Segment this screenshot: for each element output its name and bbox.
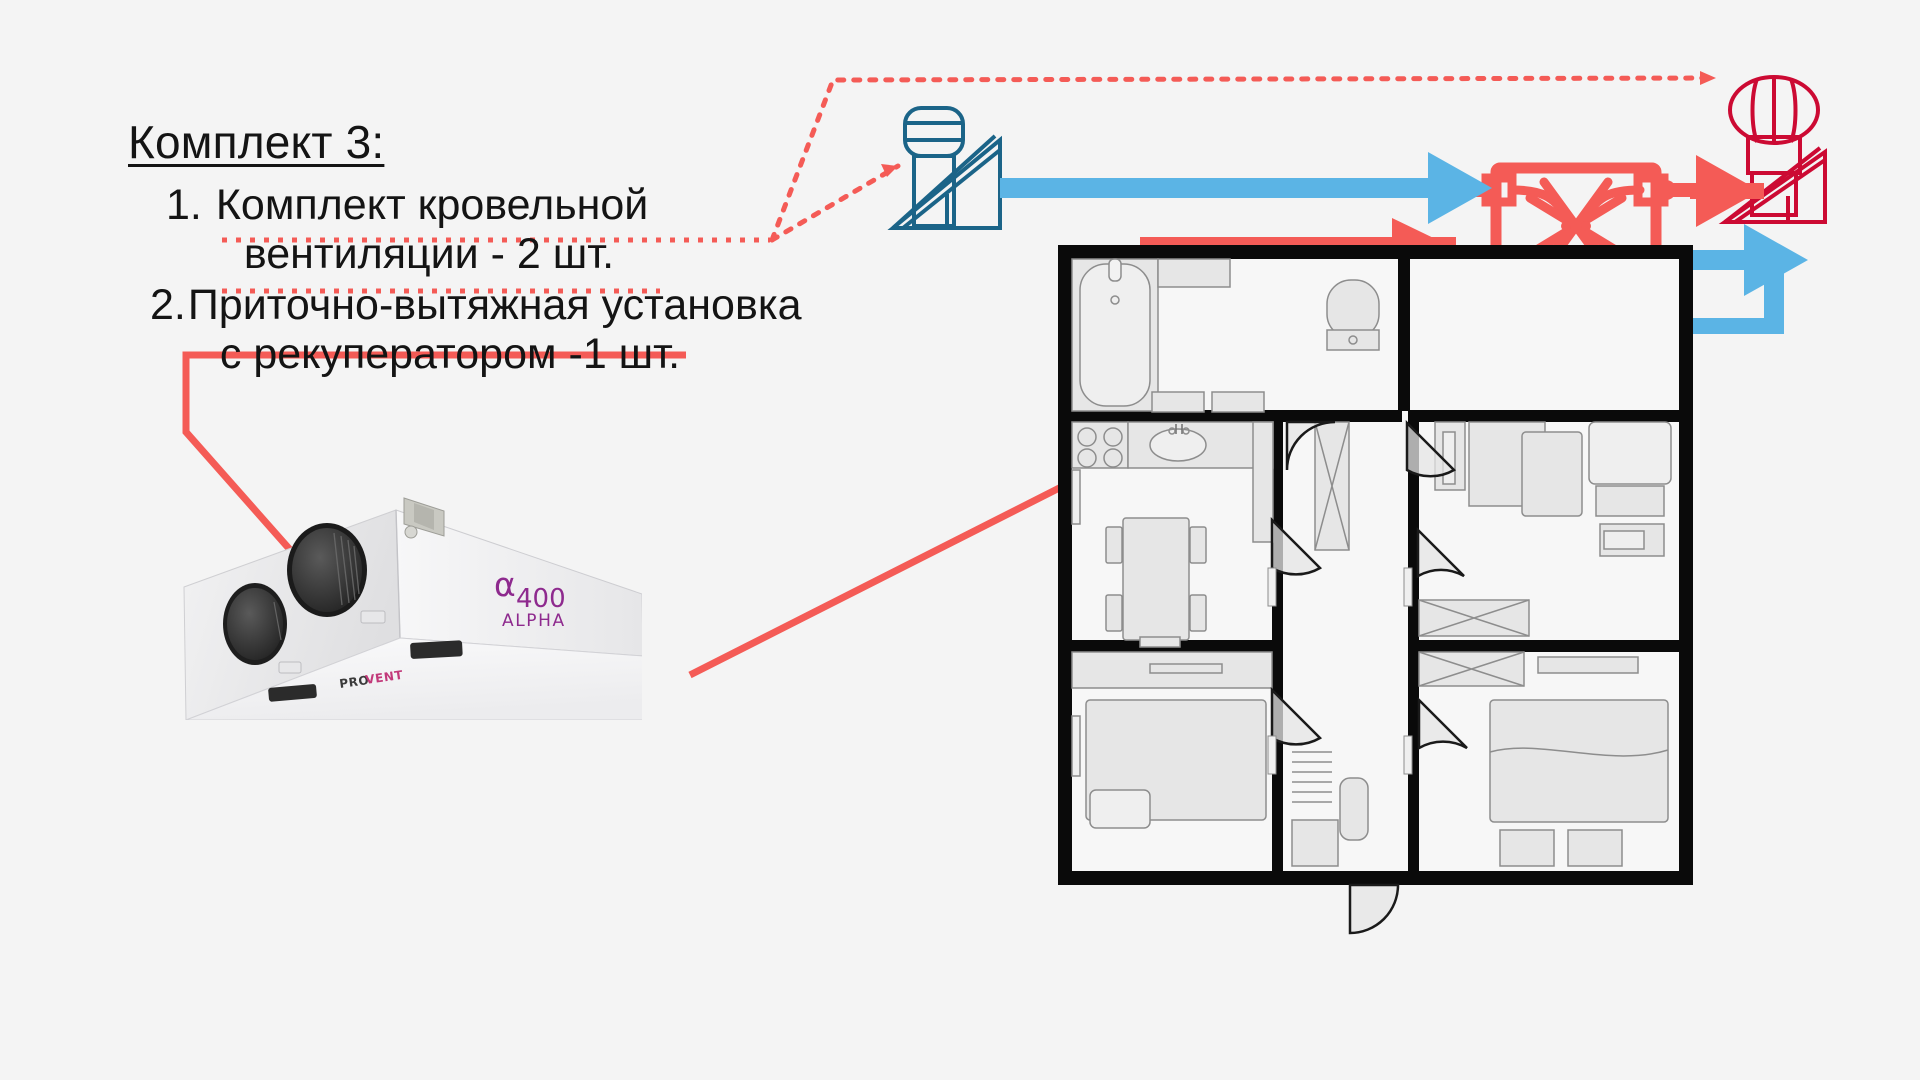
flow-exhaust-to-roof xyxy=(1690,155,1764,227)
kit-item-list: 1. Комплект кровельной вентиляции - 2 шт… xyxy=(128,181,948,379)
manufacturer-prefix-text: PRO xyxy=(338,673,370,691)
room-living xyxy=(1071,651,1273,829)
roof-vent-leader-lower xyxy=(769,163,901,243)
room-bedroom-lower-right xyxy=(1418,599,1669,867)
unit-duct-port-large xyxy=(287,523,367,617)
plan-door-jambs xyxy=(1267,567,1413,775)
brand-name-text: ALPHA xyxy=(502,611,566,631)
brand-symbol-text: α xyxy=(494,565,516,604)
roof-vent-exhaust xyxy=(1718,75,1827,224)
unit-mounting-bracket xyxy=(403,497,445,539)
room-dining xyxy=(1071,469,1207,648)
list-item-line2: с рекуператором -1 шт. xyxy=(219,329,681,378)
room-bathroom-fixtures xyxy=(1151,258,1265,413)
list-item-line1: Приточно-вытяжная установка xyxy=(187,280,802,329)
room-bathroom xyxy=(1071,258,1159,412)
list-item: 2. Приточно-вытяжная установка с рекупер… xyxy=(150,281,948,379)
plan-doors xyxy=(1270,419,1468,935)
room-kitchen xyxy=(1071,421,1274,543)
model-number-text: 400 xyxy=(516,584,566,614)
plan-interior-walls xyxy=(1072,259,1680,871)
plan-radiator xyxy=(1292,751,1332,803)
room-bedroom-upper-right xyxy=(1434,421,1672,557)
plan-entry-cabinet xyxy=(1291,777,1369,867)
unit-bottom-face: PRO VENT xyxy=(185,637,642,720)
page-title: Комплект 3: xyxy=(128,116,385,168)
list-item-number: 2. xyxy=(150,280,186,329)
manufacturer-accent-text: VENT xyxy=(364,668,404,687)
roof-vent-leader-upper xyxy=(769,71,1719,243)
plan-exterior-walls xyxy=(1058,245,1693,885)
list-item: 1. Комплект кровельной вентиляции - 2 шт… xyxy=(166,181,948,279)
list-item-text: Приточно-вытяжная установка с рекуперато… xyxy=(188,281,802,379)
list-item-line1: Комплект кровельной xyxy=(215,180,649,229)
list-item-number: 1. xyxy=(166,180,202,229)
floor-plan-geometry xyxy=(1058,245,1693,935)
manufacturer-logo: PRO VENT xyxy=(338,668,404,691)
flow-supply-to-hrv xyxy=(1000,152,1492,224)
unit-duct-port-small xyxy=(223,583,287,665)
unit-front-face xyxy=(183,509,401,720)
hall-wardrobe xyxy=(1326,279,1380,351)
kit-text-block: Комплект 3: 1. Комплект кровельной венти… xyxy=(128,118,948,379)
list-item-text: Комплект кровельной вентиляции - 2 шт. xyxy=(216,181,648,279)
list-item-line2: вентиляции - 2 шт. xyxy=(243,229,615,278)
unit-side-face: α 400 ALPHA xyxy=(395,509,642,657)
ventilation-unit-photo: α 400 ALPHA PRO VENT xyxy=(183,497,642,720)
corridor-storage xyxy=(1314,421,1350,551)
